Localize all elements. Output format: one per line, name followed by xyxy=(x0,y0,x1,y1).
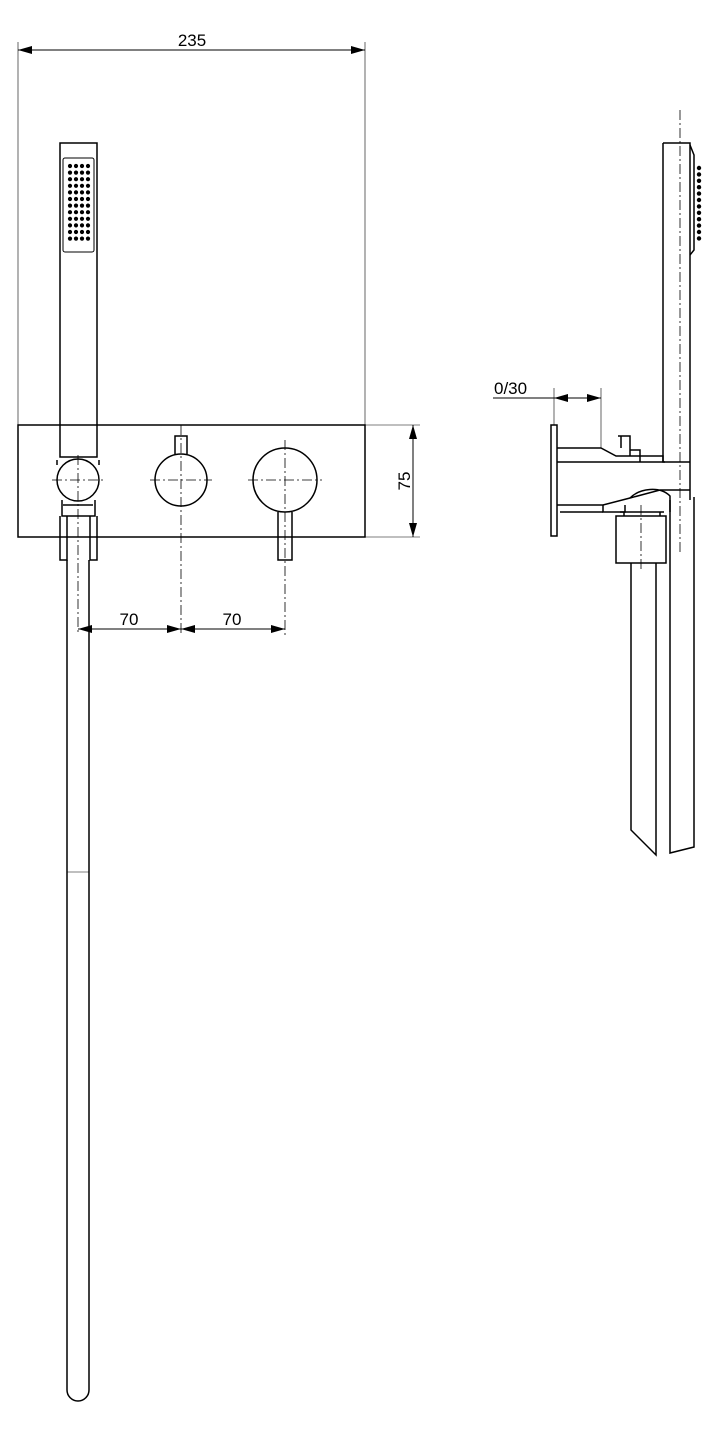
nozzle-dot xyxy=(85,203,91,208)
nozzle-dot xyxy=(73,177,79,182)
nozzle-dot xyxy=(67,229,73,235)
wall-plate xyxy=(17,424,366,538)
nozzle-dot xyxy=(73,236,79,241)
nozzle-dot xyxy=(73,216,79,221)
nozzle-dot xyxy=(85,229,91,235)
nozzle-dot xyxy=(85,183,91,188)
nozzle-dot xyxy=(696,204,702,209)
hand-shower-front xyxy=(59,142,98,458)
shower-hose xyxy=(66,560,90,1402)
nozzle-dot xyxy=(85,177,91,182)
nozzle-dot xyxy=(73,163,79,169)
nozzle-dot xyxy=(85,163,91,169)
plate-height-label: 75 xyxy=(395,472,414,491)
overall-width-label: 235 xyxy=(178,31,206,50)
center-lines xyxy=(52,425,322,635)
nozzle-dot xyxy=(73,196,79,202)
nozzle-dot xyxy=(79,236,85,241)
nozzle-dot xyxy=(67,210,73,215)
dimension-plate-height: 75 xyxy=(365,424,420,538)
nozzle-dot xyxy=(696,217,702,222)
nozzle-dot xyxy=(67,190,73,195)
spacing-left-label: 70 xyxy=(120,610,139,629)
nozzle-dot xyxy=(85,196,91,202)
nozzle-dot xyxy=(67,216,73,221)
nozzle-dot xyxy=(79,210,85,215)
nozzle-dot xyxy=(85,216,91,221)
nozzle-dot xyxy=(67,170,73,175)
nozzle-dot xyxy=(85,236,91,241)
wall-offset-label: 0/30 xyxy=(494,379,527,398)
spray-nozzles-side xyxy=(696,165,702,241)
shower-holder-side xyxy=(615,488,671,564)
nozzle-dot xyxy=(85,190,91,195)
nozzle-dot xyxy=(73,229,79,235)
front-view: 235 xyxy=(17,31,420,1402)
nozzle-dot xyxy=(79,229,85,235)
nozzle-dot xyxy=(696,229,702,235)
nozzle-dot xyxy=(696,236,702,241)
center-lines-side xyxy=(640,110,681,570)
hand-shower-side xyxy=(662,142,702,500)
nozzle-dot xyxy=(67,196,73,202)
nozzle-dot xyxy=(696,178,702,183)
nozzle-dot xyxy=(73,203,79,208)
nozzle-dot xyxy=(85,170,91,175)
nozzle-dot xyxy=(79,170,85,175)
nozzle-dot xyxy=(696,185,702,190)
spray-nozzles xyxy=(67,163,91,241)
nozzle-dot xyxy=(79,196,85,202)
nozzle-dot xyxy=(79,223,85,228)
nozzle-dot xyxy=(696,165,702,171)
nozzle-dot xyxy=(73,223,79,228)
nozzle-dot xyxy=(696,172,702,177)
nozzle-dot xyxy=(79,203,85,208)
nozzle-dot xyxy=(79,163,85,169)
nozzle-dot xyxy=(79,216,85,221)
nozzle-dot xyxy=(73,170,79,175)
nozzle-dot xyxy=(73,190,79,195)
nozzle-dot xyxy=(85,210,91,215)
nozzle-dot xyxy=(85,223,91,228)
nozzle-dot xyxy=(696,191,702,196)
dimension-overall-width: 235 xyxy=(17,31,366,425)
nozzle-dot xyxy=(73,210,79,215)
nozzle-dot xyxy=(73,183,79,188)
side-view: 0/30 xyxy=(493,110,702,857)
dimension-spacing: 70 70 xyxy=(78,610,285,633)
nozzle-dot xyxy=(696,197,702,203)
nozzle-dot xyxy=(696,223,702,228)
nozzle-dot xyxy=(67,223,73,228)
spacing-right-label: 70 xyxy=(223,610,242,629)
wall-plate-side xyxy=(550,424,558,537)
nozzle-dot xyxy=(696,210,702,215)
shower-hose-side xyxy=(630,497,695,857)
nozzle-dot xyxy=(79,183,85,188)
nozzle-dot xyxy=(67,163,73,169)
nozzle-dot xyxy=(79,177,85,182)
nozzle-dot xyxy=(67,183,73,188)
dimension-wall-offset: 0/30 xyxy=(493,379,602,448)
nozzle-dot xyxy=(79,190,85,195)
nozzle-dot xyxy=(67,203,73,208)
nozzle-dot xyxy=(67,177,73,182)
nozzle-dot xyxy=(67,236,73,241)
